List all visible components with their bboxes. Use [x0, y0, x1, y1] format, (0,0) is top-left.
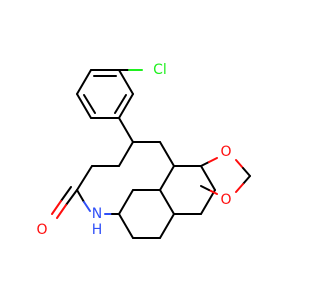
bond	[76, 165, 93, 191]
bond	[65, 189, 78, 206]
bond-carbon-oxygen	[208, 157, 218, 163]
bond	[200, 185, 210, 191]
dioxole-ring	[200, 157, 251, 195]
bond	[242, 167, 251, 177]
bond-double-inner	[83, 94, 96, 114]
bond	[76, 93, 92, 119]
ring-oxygen-bottom-label: O	[220, 192, 231, 208]
bond	[242, 175, 251, 185]
bond	[200, 161, 210, 167]
ring-oxygen-top-label: O	[220, 144, 231, 160]
bond-carbon-oxygen	[235, 183, 244, 193]
bond	[159, 141, 175, 167]
bond-oxygen-carbon	[235, 159, 244, 169]
bond-carbon-nitrogen	[83, 201, 91, 212]
chlorine-label: Cl	[153, 62, 167, 78]
bond	[200, 165, 216, 191]
chlorophenyl-ring	[76, 69, 134, 119]
bond	[159, 189, 175, 215]
bond	[60, 186, 72, 202]
ketone-oxygen-label: O	[36, 222, 47, 238]
bond	[200, 189, 216, 215]
bond	[118, 69, 134, 95]
bond	[118, 117, 134, 143]
bond-carbonyl	[56, 204, 67, 219]
bond-carbonyl	[51, 200, 62, 215]
bond	[159, 213, 175, 239]
amide-nitrogen-label: N	[92, 206, 102, 222]
benzo-ring	[118, 141, 216, 239]
bond	[76, 69, 92, 95]
bond-double-inner	[114, 94, 127, 114]
bond	[118, 189, 134, 215]
bond	[118, 93, 134, 119]
molecule-structure: Cl O O O N H	[36, 62, 251, 239]
bond	[118, 141, 134, 167]
amide-hydrogen-label: H	[92, 222, 103, 238]
bond	[118, 213, 134, 239]
bond	[159, 165, 175, 191]
bond-oxygen-carbon	[208, 189, 218, 195]
bond	[76, 189, 85, 203]
lactam-ring	[76, 141, 161, 215]
